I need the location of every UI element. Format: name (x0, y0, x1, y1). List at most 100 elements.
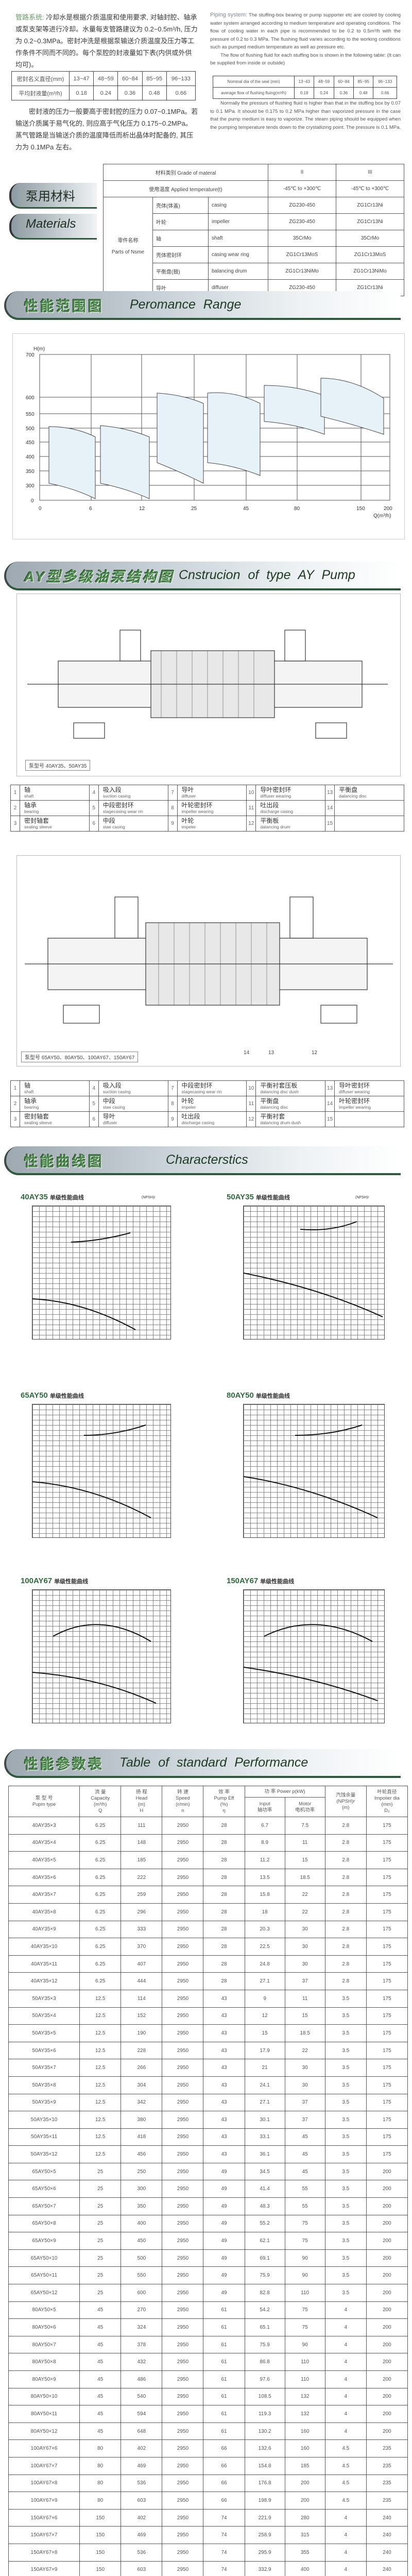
table-cell: 3.5 (325, 1990, 366, 2007)
table-cell: 65AY50×8 (9, 2215, 80, 2232)
table-cell: 50AY35×8 (9, 2076, 80, 2094)
seal-flow: 0.18 (295, 88, 314, 99)
table-cell: 22 (285, 1886, 325, 1904)
banner-cn: 性能参数表 (24, 1753, 104, 1773)
table-cell: 75.9 (245, 2267, 285, 2284)
table-cell: 2950 (162, 2232, 203, 2250)
table-cell: 75 (285, 2215, 325, 2232)
part-cn: 导叶密封环 (260, 787, 325, 793)
table-cell: 65AY50×9 (9, 2232, 80, 2250)
table-cell: 28 (203, 1852, 245, 1869)
part-num: 7 (168, 1081, 177, 1096)
table-cell: 74 (203, 2509, 245, 2527)
table-cell: 2950 (162, 2422, 203, 2440)
table-cell: 82.8 (245, 2284, 285, 2302)
table-cell: 49 (203, 2198, 245, 2215)
table-cell: 49 (203, 2163, 245, 2180)
seal-range: 13~47 (70, 72, 94, 86)
table-cell: 2950 (162, 2405, 203, 2423)
table-cell: 536 (121, 2544, 162, 2561)
table-cell: 55 (285, 2180, 325, 2198)
table-cell: 25 (80, 2215, 121, 2232)
table-cell: 2950 (162, 2371, 203, 2388)
table-cell: 175 (366, 2111, 407, 2129)
table-cell: 200 (366, 2405, 407, 2423)
table-cell: 4.5 (325, 2475, 366, 2492)
materials-badge-en-text: Materials (26, 217, 76, 231)
table-cell: 200 (366, 2353, 407, 2371)
table-cell: 2950 (162, 2527, 203, 2544)
table-cell: 25 (80, 2267, 121, 2284)
y-tick: 400 (26, 454, 35, 460)
part-cn: 轴 (153, 230, 209, 247)
table-cell: 198.9 (245, 2492, 285, 2510)
table-cell: 200 (366, 2180, 407, 2198)
table-cell: 240 (366, 2527, 407, 2544)
part-en: dalancing disc dush (260, 1089, 325, 1095)
table-cell: 2950 (162, 1921, 203, 1938)
table-cell: 350 (121, 2198, 162, 2215)
table-cell: 6.25 (80, 1817, 121, 1835)
table-cell: 2.8 (325, 1869, 366, 1886)
header-sym: D₂ (368, 1808, 406, 1814)
curve-grid (32, 1206, 171, 1340)
table-cell: 380 (121, 2111, 162, 2129)
table-cell: 2950 (162, 1886, 203, 1904)
table-cell: 6.25 (80, 1852, 121, 1869)
curve-lines (244, 1404, 385, 1538)
table-cell: 2950 (162, 2284, 203, 2302)
table-cell: 175 (366, 1973, 407, 1990)
table-cell: 61 (203, 2336, 245, 2353)
table-cell: 27.1 (245, 2094, 285, 2111)
table-cell: 12.5 (80, 1990, 121, 2007)
table-cell: 200 (366, 2198, 407, 2215)
table-cell: 2.8 (325, 1973, 366, 1990)
part-num: 13 (325, 1081, 335, 1096)
table-cell: 66 (203, 2457, 245, 2475)
table-cell: 2950 (162, 2249, 203, 2267)
table-cell: 296 (121, 1903, 162, 1921)
part-num: 2 (11, 1096, 20, 1112)
table-cell: 9 (245, 1990, 285, 2007)
part-cn: 平衡衬套 (260, 1113, 325, 1120)
table-cell: 43 (203, 2094, 245, 2111)
table-cell: 40AY35×8 (9, 1903, 80, 1921)
table-cell: 2950 (162, 2111, 203, 2129)
table-cell: 61 (203, 2405, 245, 2423)
curve-model: 100AY67 (21, 1577, 52, 1585)
table-cell: 55.2 (245, 2215, 285, 2232)
table-cell: 45 (80, 2371, 121, 2388)
part-cn: 中段 (103, 1098, 168, 1104)
part-en: casing (209, 197, 268, 214)
table-cell: 30 (285, 2059, 325, 2077)
table-cell: 49 (203, 2232, 245, 2250)
header-en: (NPSH)r (327, 1799, 365, 1805)
piping-cn-text: 管路系统: 冷却水是根据介质温度和使用要求, 对轴封腔、轴承或泵支架等进行冷却。… (15, 11, 198, 71)
table-cell: 66 (203, 2475, 245, 2492)
table-cell: 40AY35×6 (9, 1869, 80, 1886)
y-tick: 700 (26, 352, 35, 358)
table-cell: 2950 (162, 2180, 203, 2198)
table-cell: 3.5 (325, 2094, 366, 2111)
table-cell: 30 (285, 2076, 325, 2094)
table-cell: 28 (203, 1938, 245, 1956)
part-en: stae casing (103, 1104, 168, 1110)
table-cell: 40AY35×5 (9, 1852, 80, 1869)
table-cell: 3.5 (325, 2215, 366, 2232)
